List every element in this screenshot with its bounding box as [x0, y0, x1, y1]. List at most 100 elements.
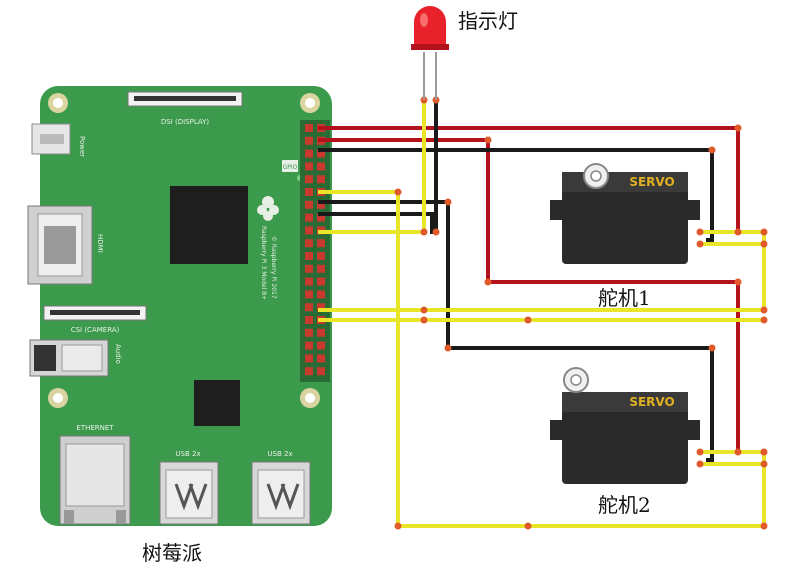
gpio-header [300, 120, 330, 382]
wire-joint [734, 228, 742, 236]
wires [318, 100, 766, 528]
csi-connector: CSI (CAMERA) [43, 305, 147, 334]
wire-joint [760, 448, 768, 456]
wire-joint [760, 228, 768, 236]
wire-joint [420, 306, 428, 314]
servo-2-label: 舵机2 [598, 493, 651, 517]
raspberry-pi-board: DSI (DISPLAY) Power HDMI CSI (CAMERA) Au… [27, 86, 332, 526]
wire-joint [708, 146, 716, 154]
gpio-pin [305, 136, 313, 145]
gpio-pin [317, 264, 325, 273]
gpio-pin [317, 290, 325, 299]
servo-1-brand: SERVO [629, 175, 674, 189]
servo-2-brand: SERVO [629, 395, 674, 409]
gpio-pin [317, 354, 325, 363]
wire-black-servo2 [318, 200, 714, 462]
ethernet-port: ETHERNET [59, 424, 131, 525]
wire-joint [708, 344, 716, 352]
power-label: Power [78, 136, 86, 157]
wire-joint [696, 240, 704, 248]
gpio-pin [317, 341, 325, 350]
gpio-pin [305, 149, 313, 158]
hdmi-port: HDMI [27, 205, 104, 285]
gpio-pin [305, 200, 313, 209]
gpio-pin [317, 200, 325, 209]
led-indicator [411, 6, 449, 100]
hdmi-label: HDMI [96, 234, 104, 253]
gpio-pin [305, 213, 313, 222]
gpio-pin [317, 303, 325, 312]
gpio-pin [317, 367, 325, 376]
servo-2-body [562, 392, 688, 484]
dsi-connector: DSI (DISPLAY) [127, 91, 243, 126]
wire-joint [484, 278, 492, 286]
servo-1-label: 舵机1 [598, 286, 651, 310]
wire-joint [432, 228, 440, 236]
wire-joint [696, 448, 704, 456]
gpio-pin [305, 162, 313, 171]
wire-joint [394, 522, 402, 530]
wire-yellow-servo1-a [318, 230, 766, 312]
gpio-pin [305, 264, 313, 273]
gpio-pin [317, 239, 325, 248]
wire-joint [760, 240, 768, 248]
copyright-label: © Raspberry Pi 2017 [270, 236, 277, 299]
wire-joint [444, 344, 452, 352]
wire-joint [734, 278, 742, 286]
gpio-pin [317, 328, 325, 337]
mounting-holes [48, 93, 320, 408]
soc-chip [170, 186, 248, 264]
csi-label: CSI (CAMERA) [71, 326, 120, 334]
wire-joint [734, 448, 742, 456]
wire-joint [444, 198, 452, 206]
ethernet-label: ETHERNET [76, 424, 114, 432]
gpio-label: GPIO [283, 164, 298, 171]
usb-port-left: USB 2x [159, 450, 219, 525]
gpio-pin [305, 252, 313, 260]
raspberry-logo-icon [257, 196, 279, 221]
wire-joint [760, 460, 768, 468]
audio-label: Audio [114, 344, 122, 364]
wire-joint [394, 188, 402, 196]
usb-label-right: USB 2x [267, 450, 292, 458]
wire-joint [760, 522, 768, 530]
servo-1-body [562, 172, 688, 264]
gpio-pin [317, 149, 325, 158]
wire-joint [420, 316, 428, 324]
gpio-pin [305, 341, 313, 350]
led-label: 指示灯 [458, 9, 518, 33]
gpio-pin [317, 213, 325, 222]
wire-joint [696, 228, 704, 236]
wire-yellow-servo2 [318, 190, 766, 528]
model-label: Raspberry Pi 3 Model B+ [260, 226, 267, 300]
gpio-pin [305, 328, 313, 337]
gpio-pin [317, 162, 325, 171]
usb-controller-chip [194, 380, 240, 426]
gpio-pin [305, 188, 313, 196]
wire-joint [734, 124, 742, 132]
gpio-pin [317, 277, 325, 286]
gpio-pin [305, 303, 313, 312]
wire-black-servo1 [318, 148, 714, 242]
gpio-pin [305, 316, 313, 324]
wire-joint [524, 316, 532, 324]
dsi-label: DSI (DISPLAY) [161, 118, 210, 126]
wire-joint [760, 316, 768, 324]
gpio-pin [317, 252, 325, 260]
gpio-pin [305, 175, 313, 184]
wire-joint [696, 460, 704, 468]
led-bulb-icon [414, 6, 446, 46]
gpio-pin [305, 354, 313, 363]
gpio-pin [305, 277, 313, 286]
wire-black-led [318, 100, 438, 234]
wire-joint [524, 522, 532, 530]
gpio-label-box [282, 160, 298, 172]
audio-jack: Audio [29, 339, 122, 377]
gpio-pin [305, 226, 313, 235]
gpio-pin [317, 175, 325, 184]
gpio-pin [305, 290, 313, 299]
wire-joint [760, 306, 768, 314]
servo-1: SERVO [550, 163, 700, 264]
wire-joints [394, 96, 768, 530]
usb-label-left: USB 2x [175, 450, 200, 458]
